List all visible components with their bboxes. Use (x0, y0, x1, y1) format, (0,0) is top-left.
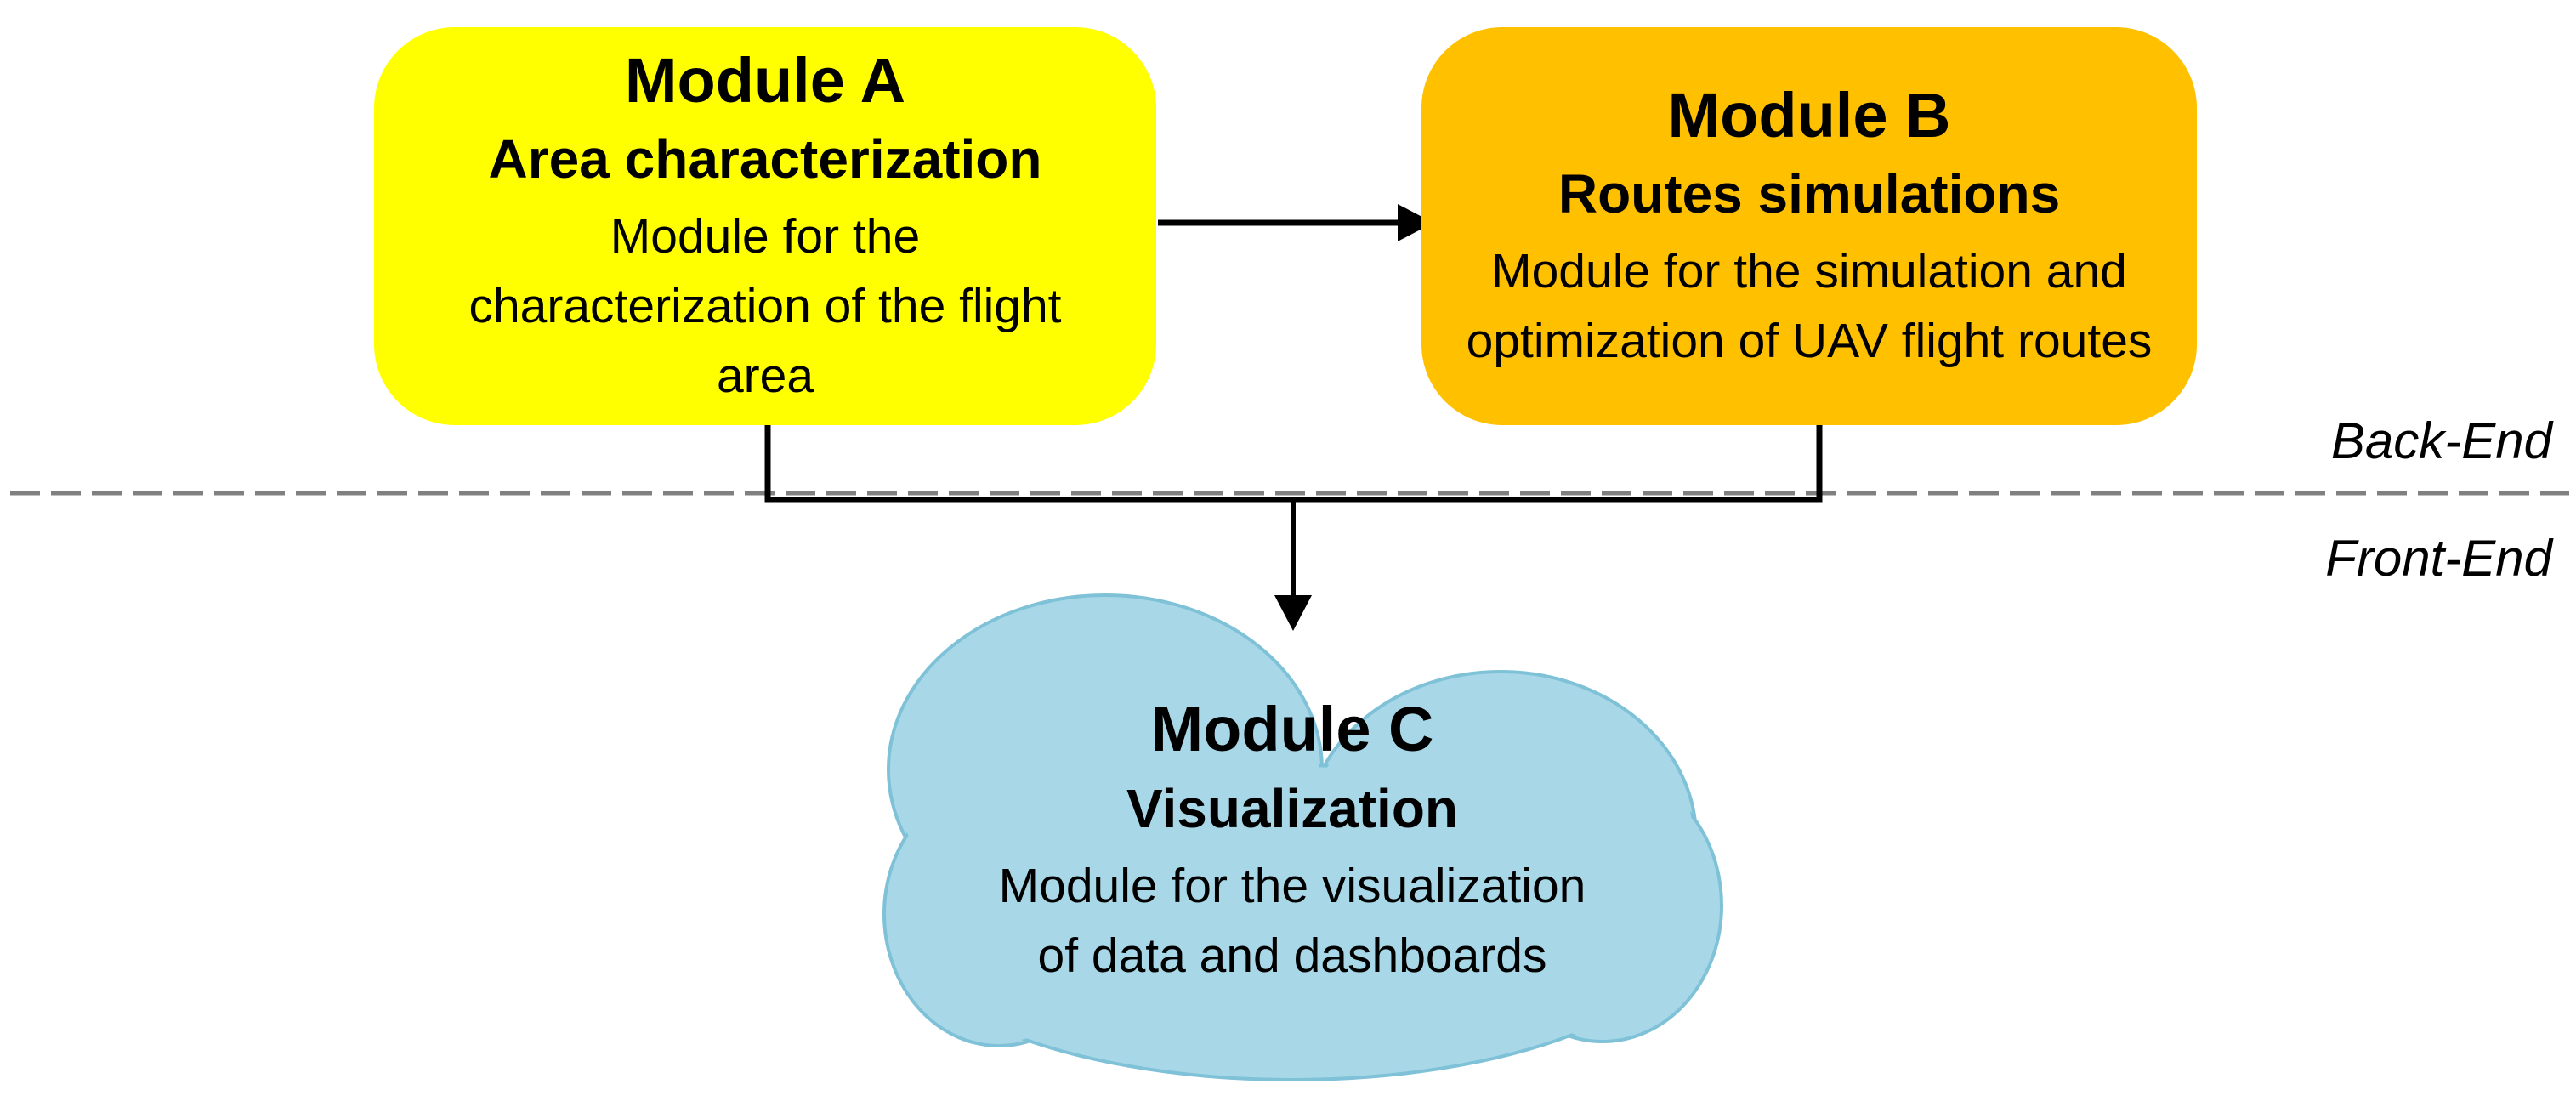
module-c-description: Module for the visualization of data and… (998, 858, 1586, 983)
module-a-subtitle: Area characterization (488, 128, 1042, 190)
module-a-description: Module for the characterization of the f… (468, 209, 1062, 404)
module-c-cloud (882, 593, 1723, 1081)
module-a-title: Module A (624, 44, 906, 116)
merge-connector-a-b (764, 425, 1823, 503)
arrowhead-down-icon (1274, 595, 1312, 631)
arrowhead-right-icon (1398, 204, 1433, 241)
arrow-a-to-b (1158, 204, 1433, 241)
module-b-subtitle: Routes simulations (1558, 163, 2061, 225)
front-end-label: Front-End (2325, 530, 2552, 587)
module-b-description: Module for the simulation and optimizati… (1466, 244, 2153, 369)
module-b-box: Module B Routes simulations Module for t… (1421, 27, 2197, 425)
arrow-to-module-c (1274, 500, 1312, 631)
module-a-box: Module A Area characterization Module fo… (374, 27, 1156, 425)
module-c-title: Module C (1150, 694, 1434, 764)
module-b-title: Module B (1667, 79, 1951, 150)
module-c-text: Module C Visualization Module for the vi… (893, 690, 1692, 991)
back-end-label: Back-End (2330, 412, 2552, 469)
module-c-subtitle: Visualization (1126, 777, 1459, 839)
